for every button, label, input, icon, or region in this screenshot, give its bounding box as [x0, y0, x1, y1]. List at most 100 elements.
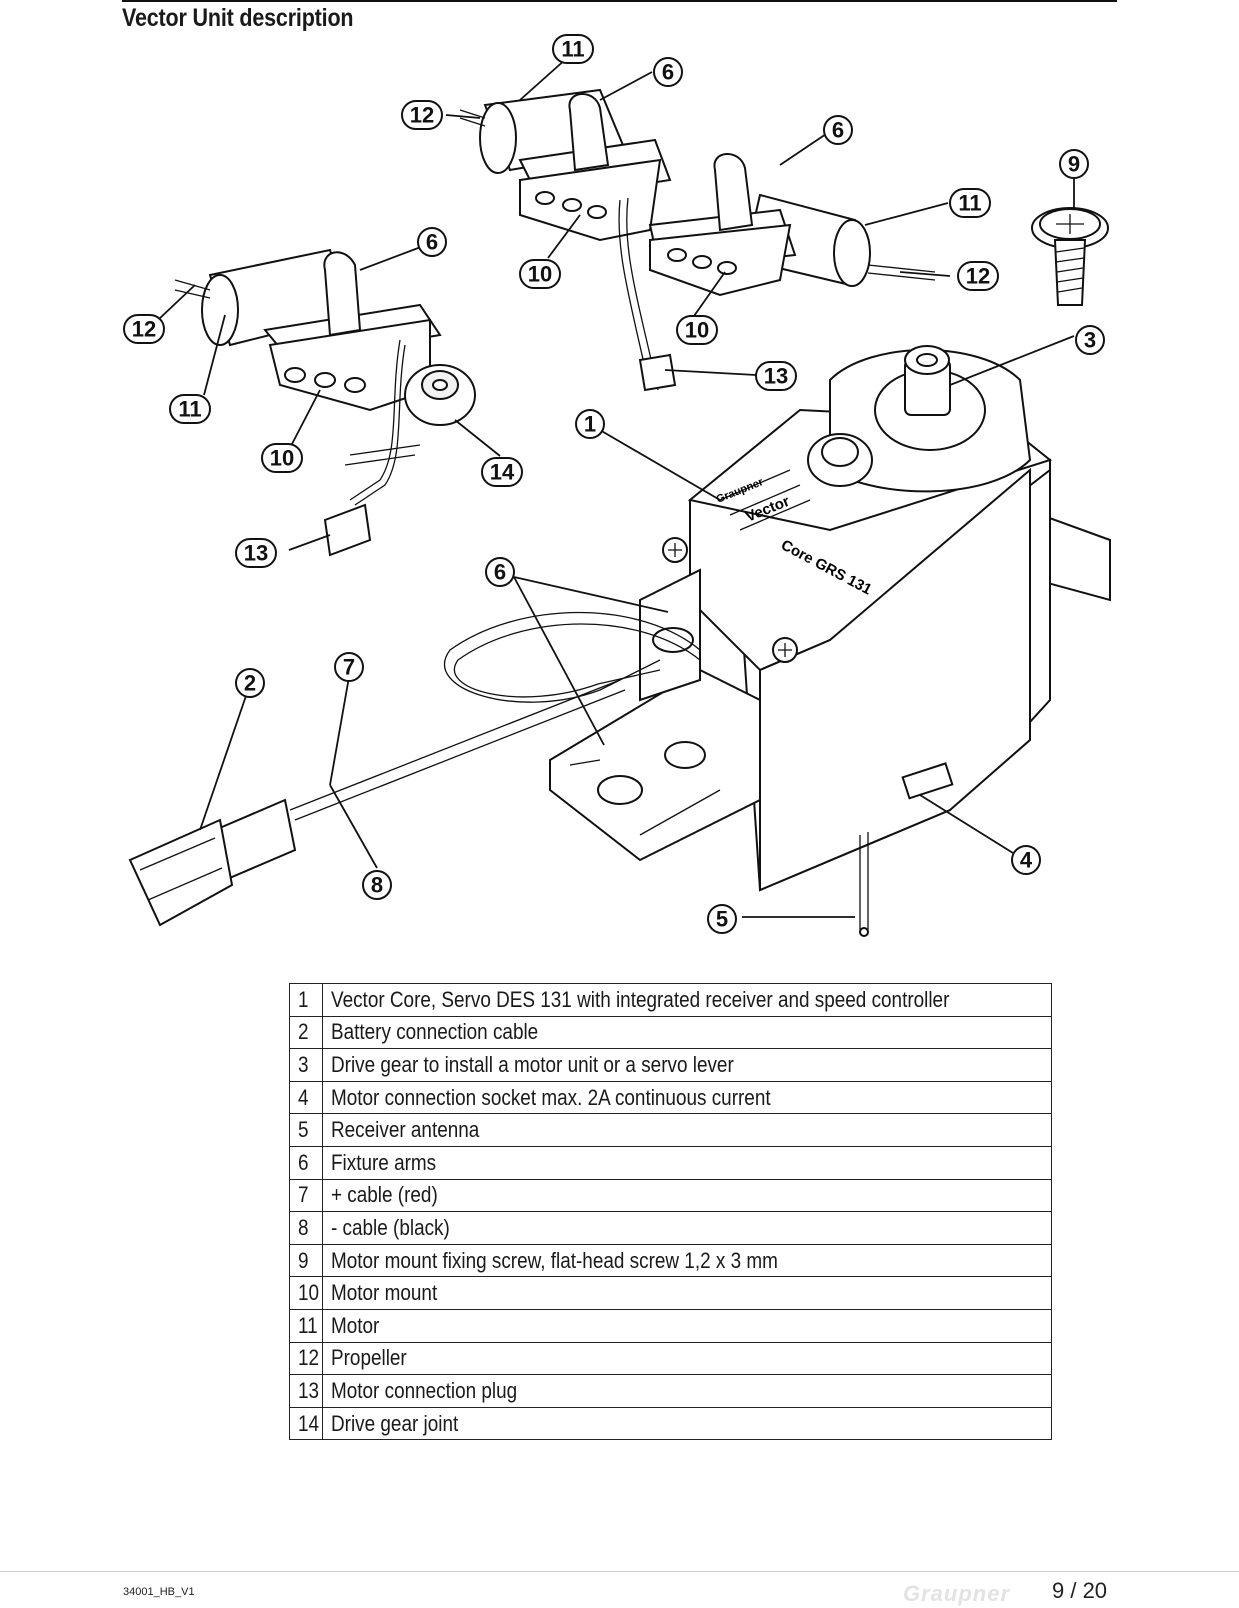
brand-logo: Graupner — [903, 1581, 1011, 1606]
page-title: Vector Unit description — [122, 4, 354, 32]
part-number: 14 — [288, 1406, 324, 1441]
part-description: Battery connection cable — [322, 1015, 1052, 1050]
part-description: Motor mount — [322, 1276, 1052, 1310]
callout-2: 2 — [235, 668, 265, 698]
part-number: 9 — [288, 1243, 324, 1278]
part-number: 5 — [288, 1113, 324, 1147]
callout-11-right: 11 — [949, 188, 991, 218]
top-rule — [122, 0, 1117, 2]
callout-10-middle: 10 — [519, 259, 561, 289]
leader-lines — [158, 49, 1075, 918]
callout-6-top: 6 — [653, 57, 683, 87]
svg-text:11: 11 — [178, 397, 201, 422]
part-description: + cable (red) — [322, 1178, 1052, 1213]
part-description: Motor connection plug — [322, 1374, 1052, 1408]
svg-text:6: 6 — [832, 118, 844, 143]
svg-text:5: 5 — [716, 907, 728, 932]
callout-6-servo: 6 — [485, 557, 515, 587]
part-description: Drive gear to install a motor unit or a … — [322, 1048, 1052, 1082]
part-description: Motor — [322, 1308, 1052, 1343]
callout-6-right: 6 — [823, 115, 853, 145]
part-description: Motor mount fixing screw, flat-head scre… — [322, 1243, 1052, 1278]
motor-unit-middle — [459, 88, 677, 392]
table-row: 8- cable (black) — [288, 1211, 1052, 1245]
svg-text:10: 10 — [270, 446, 294, 471]
callout-3: 3 — [1075, 325, 1105, 355]
svg-text:6: 6 — [662, 60, 674, 85]
part-description: Fixture arms — [322, 1145, 1052, 1180]
part-number: 3 — [288, 1048, 324, 1082]
svg-text:12: 12 — [132, 317, 156, 342]
part-description: - cable (black) — [322, 1211, 1052, 1245]
part-number: 8 — [288, 1211, 324, 1245]
callout-5: 5 — [707, 904, 737, 934]
callout-11-left: 11 — [169, 394, 211, 424]
callout-9: 9 — [1059, 149, 1089, 179]
svg-text:11: 11 — [561, 37, 584, 62]
part-number: 6 — [288, 1145, 324, 1180]
callout-13-middle: 13 — [755, 361, 797, 391]
callout-10-right: 10 — [676, 315, 718, 345]
callout-14: 14 — [481, 457, 523, 487]
svg-text:1: 1 — [584, 412, 596, 437]
svg-text:3: 3 — [1084, 328, 1096, 353]
callout-12-left: 12 — [123, 314, 165, 344]
callout-8: 8 — [362, 870, 392, 900]
svg-text:14: 14 — [490, 460, 515, 485]
svg-text:13: 13 — [764, 364, 788, 389]
svg-text:11: 11 — [958, 191, 981, 216]
part-number: 10 — [288, 1276, 324, 1310]
svg-text:10: 10 — [685, 318, 709, 343]
servo-body: Graupner Vector Core GRS 131 — [549, 345, 1111, 937]
svg-text:12: 12 — [410, 103, 434, 128]
callout-12-right: 12 — [957, 261, 999, 291]
footer-rule — [0, 1571, 1239, 1572]
svg-text:7: 7 — [343, 655, 355, 680]
page-number: 9 / 20 — [1052, 1578, 1108, 1603]
part-description: Receiver antenna — [322, 1113, 1052, 1147]
motor-unit-left — [174, 248, 476, 557]
callout-4: 4 — [1011, 845, 1041, 875]
exploded-diagram: Graupner Vector Core GRS 131 — [123, 34, 1111, 937]
part-description: Motor connection socket max. 2A continuo… — [322, 1080, 1052, 1115]
callout-11-top: 11 — [552, 34, 594, 64]
part-number: 13 — [288, 1374, 324, 1408]
table-row: 7+ cable (red) — [288, 1178, 1052, 1213]
svg-text:10: 10 — [528, 262, 552, 287]
callout-13-left: 13 — [235, 538, 277, 568]
svg-text:9: 9 — [1068, 152, 1080, 177]
part-description: Drive gear joint — [322, 1406, 1052, 1441]
svg-text:4: 4 — [1020, 848, 1033, 873]
part-number: 12 — [288, 1341, 324, 1376]
motor-unit-right — [648, 153, 936, 297]
svg-text:12: 12 — [966, 264, 990, 289]
battery-cable — [128, 611, 701, 927]
part-number: 1 — [288, 983, 324, 1017]
part-number: 4 — [288, 1080, 324, 1115]
callout-7: 7 — [334, 652, 364, 682]
part-number: 11 — [288, 1308, 324, 1343]
svg-text:6: 6 — [494, 560, 506, 585]
fixing-screw — [1031, 207, 1109, 306]
svg-text:8: 8 — [371, 873, 383, 898]
svg-text:6: 6 — [426, 230, 438, 255]
part-description: Propeller — [322, 1341, 1052, 1376]
callout-10-left: 10 — [261, 443, 303, 473]
part-description: Vector Core, Servo DES 131 with integrat… — [322, 983, 1052, 1017]
svg-text:2: 2 — [244, 671, 256, 696]
callout-1: 1 — [575, 409, 605, 439]
part-number: 7 — [288, 1178, 324, 1213]
